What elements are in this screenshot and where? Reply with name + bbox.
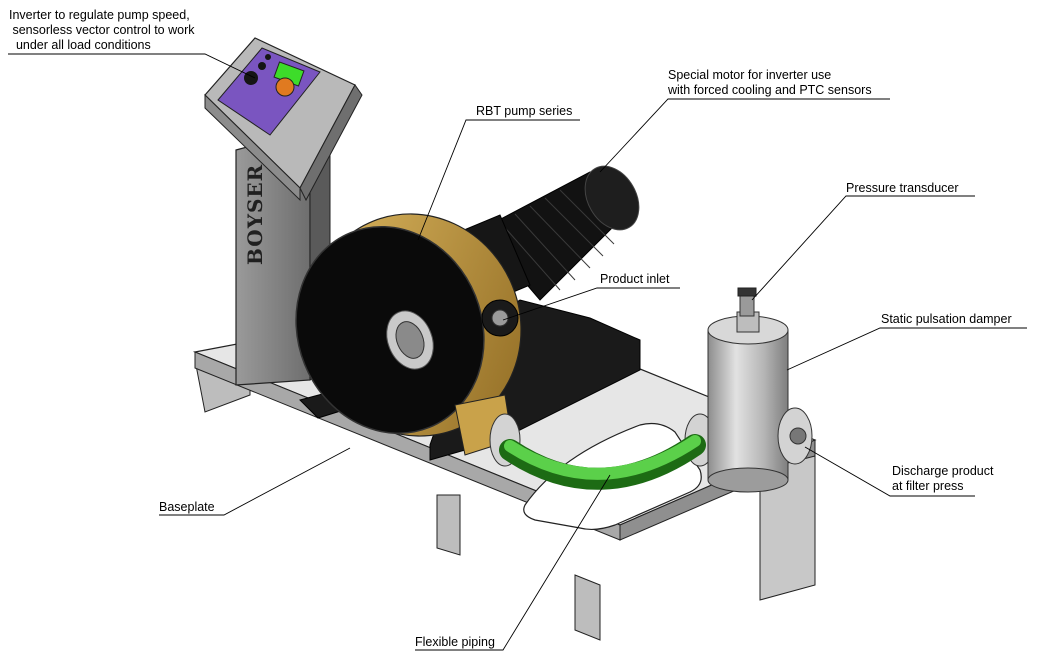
pulsation-damper <box>707 287 813 493</box>
leader-rbt-pump <box>417 119 580 241</box>
label-damper: Static pulsation damper <box>881 312 1012 327</box>
flexible-pipe-highlight <box>504 435 701 480</box>
label-damper-text: Static pulsation damper <box>881 312 1012 326</box>
brand-text: BOYSER <box>243 164 267 265</box>
leader-lines <box>8 53 1027 651</box>
inverter-knob-2 <box>258 62 266 70</box>
inverter-box-front <box>204 93 301 202</box>
label-discharge: Discharge product at filter press <box>892 464 993 494</box>
inverter-box-side <box>299 84 363 202</box>
label-flexible-piping: Flexible piping <box>415 635 495 650</box>
inverter-knob-1 <box>244 71 258 85</box>
label-inverter-line-1: Inverter to regulate pump speed, <box>9 8 190 22</box>
leader-pressure-transducer <box>751 195 975 301</box>
label-pressure-transducer: Pressure transducer <box>846 181 959 196</box>
label-motor-line-1: Special motor for inverter use <box>668 68 832 82</box>
label-motor-line-2: with forced cooling and PTC sensors <box>668 83 872 97</box>
inverter-keypad <box>275 77 295 97</box>
leader-discharge <box>804 446 975 497</box>
pump <box>295 213 641 461</box>
pump-window-inner <box>395 321 425 359</box>
label-rbt-pump: RBT pump series <box>476 104 572 119</box>
leader-baseplate <box>159 447 351 516</box>
discharge-outlet <box>789 427 807 445</box>
label-motor: Special motor for inverter use with forc… <box>668 68 872 98</box>
pressure-transducer <box>739 293 755 317</box>
damper-body <box>707 329 789 481</box>
leader-inverter <box>8 53 256 79</box>
leader-flexible-piping <box>415 474 611 651</box>
label-product-inlet: Product inlet <box>600 272 669 287</box>
label-inverter-line-3: under all load conditions <box>9 38 151 52</box>
label-discharge-line-2: at filter press <box>892 479 964 493</box>
label-product-inlet-text: Product inlet <box>600 272 670 286</box>
label-inverter-line-2: sensorless vector control to work <box>9 23 195 37</box>
label-rbt-pump-text: RBT pump series <box>476 104 573 118</box>
damper-bottom <box>707 467 789 493</box>
label-flexible-piping-text: Flexible piping <box>415 635 495 649</box>
label-baseplate-text: Baseplate <box>159 500 215 514</box>
label-discharge-line-1: Discharge product <box>892 464 994 478</box>
leader-product-inlet <box>502 287 680 321</box>
leader-damper <box>786 327 1027 371</box>
baseplate-leg-right <box>574 574 601 641</box>
motor-end-cap <box>584 165 640 231</box>
label-pressure-transducer-text: Pressure transducer <box>846 181 959 195</box>
pump-inlet-bore <box>491 309 509 327</box>
label-baseplate: Baseplate <box>159 500 215 515</box>
inverter-knob-3 <box>265 54 271 60</box>
label-inverter: Inverter to regulate pump speed, sensorl… <box>9 8 195 53</box>
leader-motor <box>599 98 890 173</box>
baseplate-leg-front <box>436 494 461 556</box>
pressure-transducer-head <box>737 287 757 297</box>
